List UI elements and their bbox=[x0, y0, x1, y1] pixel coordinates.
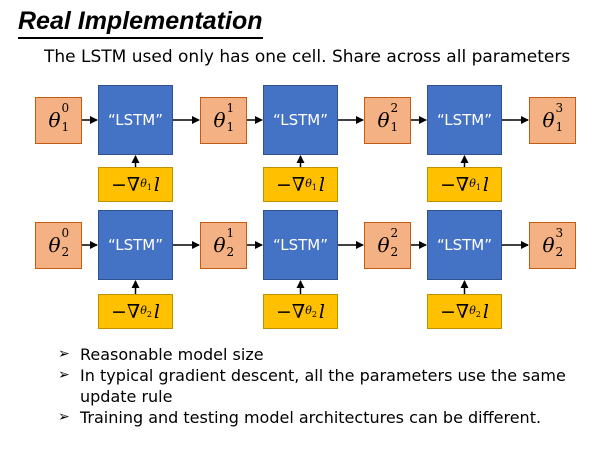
bullet-list: ➢Reasonable model size ➢In typical gradi… bbox=[58, 344, 578, 428]
bullet-item: ➢Training and testing model architecture… bbox=[58, 408, 542, 427]
arrows-layer bbox=[82, 116, 529, 294]
lstm-cell-box: “LSTM” bbox=[427, 210, 502, 280]
lstm-cell-box: “LSTM” bbox=[263, 85, 338, 155]
bullet-item: ➢Reasonable model size bbox=[58, 345, 264, 364]
arrow-bullet-icon: ➢ bbox=[58, 367, 70, 383]
lstm-cell-box: “LSTM” bbox=[98, 210, 173, 280]
arrow-bullet-icon: ➢ bbox=[58, 409, 70, 425]
lstm-cell-box: “LSTM” bbox=[263, 210, 338, 280]
lstm-cell-box: “LSTM” bbox=[427, 85, 502, 155]
arrow-bullet-icon: ➢ bbox=[58, 346, 70, 362]
slide-subtitle: The LSTM used only has one cell. Share a… bbox=[44, 47, 571, 67]
bullet-item: ➢In typical gradient descent, all the pa… bbox=[58, 366, 566, 406]
slide-title: Real Implementation bbox=[18, 6, 263, 39]
lstm-cell-box: “LSTM” bbox=[98, 85, 173, 155]
